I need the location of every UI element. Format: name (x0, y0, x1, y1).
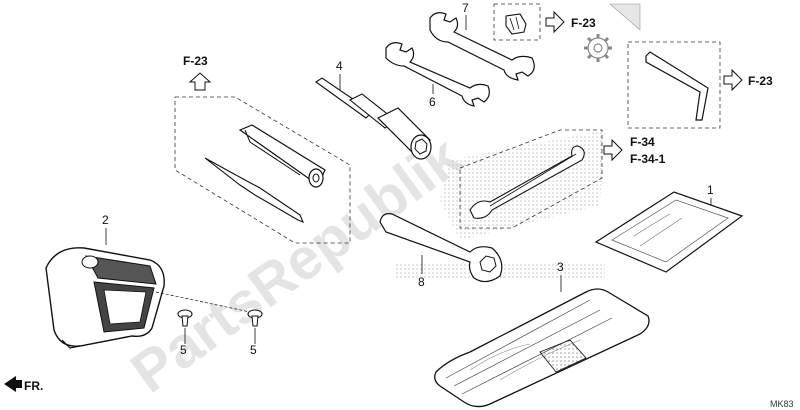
open-end-wrench-small-icon (385, 42, 490, 107)
ref-arrow-up-icon (188, 72, 212, 91)
ref-arrow-right-icon (723, 68, 743, 92)
diagram-code: MK83 (770, 399, 794, 409)
clip-icon (505, 13, 527, 35)
socket-wrench-icon (315, 77, 432, 160)
front-marker: FR. (24, 379, 43, 393)
callout-4: 4 (336, 59, 343, 73)
callout-8: 8 (418, 275, 425, 289)
strap-icon (469, 145, 585, 219)
clip-box (493, 3, 541, 41)
tool-holder-icon (45, 247, 251, 349)
screwdriver-handle-icon (238, 124, 326, 188)
screwdriver-group-box (174, 96, 351, 244)
ref-arrow-right-icon (545, 10, 565, 34)
manual-bag-icon (594, 191, 744, 273)
front-arrow-icon (4, 376, 22, 392)
box-wrench-icon (379, 213, 503, 283)
screw-icon (247, 309, 263, 327)
screw-icon (177, 309, 193, 327)
hex-key-box (627, 41, 721, 129)
strap-box (459, 129, 603, 229)
ref-f34-1: F-34-1 (630, 152, 666, 166)
tool-bag-icon (434, 288, 650, 408)
ref-f23-left: F-23 (183, 54, 208, 68)
ref-f23-top: F-23 (571, 16, 596, 30)
corner-mark-icon (609, 3, 641, 31)
hex-key-icon (645, 51, 709, 121)
callout-3: 3 (557, 260, 564, 274)
callout-7: 7 (462, 1, 469, 15)
callout-2: 2 (102, 213, 109, 227)
callout-5b: 5 (250, 343, 257, 357)
open-end-wrench-large-icon (429, 12, 535, 81)
callout-5a: 5 (180, 343, 187, 357)
ref-f34: F-34 (630, 135, 655, 149)
callout-6: 6 (429, 95, 436, 109)
gear-icon (584, 34, 612, 62)
ref-arrow-right-icon (603, 138, 623, 162)
ref-f23-right: F-23 (748, 74, 773, 88)
callout-1: 1 (707, 183, 714, 197)
screwdriver-bit-icon (204, 157, 305, 224)
